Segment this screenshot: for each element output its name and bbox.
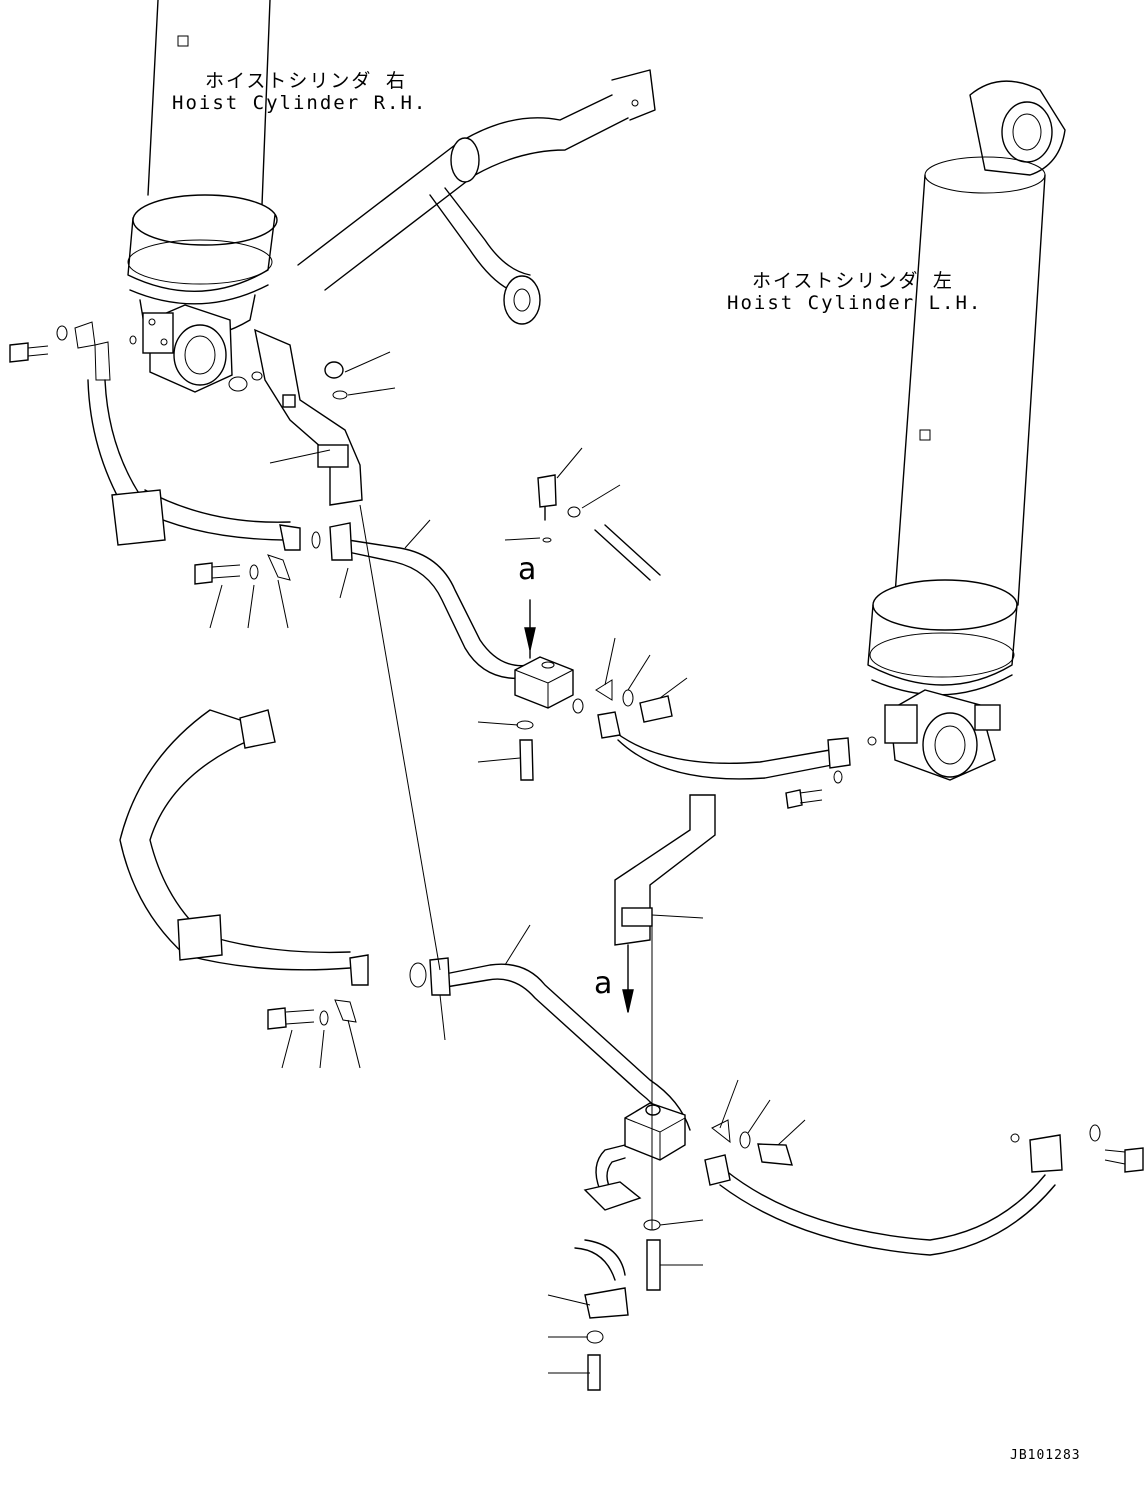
bottom-hardware-stack xyxy=(574,1219,661,1391)
drawing-code: JB101283 xyxy=(1010,1448,1081,1463)
view-arrow-a-top xyxy=(524,599,536,659)
view-arrow-a-bottom xyxy=(622,944,634,1013)
lower-junction-block xyxy=(624,1102,686,1161)
upper-tube-assembly xyxy=(329,474,661,709)
rh-cylinder-label-en: Hoist Cylinder R.H. xyxy=(172,92,428,114)
leader-lines xyxy=(209,351,806,1374)
lh-cylinder-label-jp: ホイストシリンダ 左 xyxy=(752,270,954,292)
lower-left-hose xyxy=(119,709,369,986)
lower-right-hose xyxy=(704,1119,1144,1256)
upper-right-hose xyxy=(597,711,877,809)
reference-center-line xyxy=(359,504,441,971)
view-a-label-top: a xyxy=(518,552,537,587)
hoist-cylinder-rh xyxy=(127,0,278,393)
upper-background-pipe xyxy=(297,69,656,325)
upper-junction-hardware xyxy=(516,537,673,781)
lower-left-hardware xyxy=(267,962,427,1030)
upper-left-hose xyxy=(87,341,301,551)
lower-bracket xyxy=(614,794,716,946)
hoist-cylinder-lh xyxy=(867,80,1066,781)
upper-junction-block xyxy=(514,656,574,709)
view-a-label-bottom: a xyxy=(594,966,613,1001)
lh-cylinder-label-en: Hoist Cylinder L.H. xyxy=(727,292,983,314)
rh-cylinder-label-jp: ホイストシリンダ 右 xyxy=(205,70,407,92)
clevis-rh xyxy=(142,304,233,393)
upper-left-hardware xyxy=(9,321,348,585)
clevis-lh xyxy=(884,689,1001,781)
upper-bracket xyxy=(254,328,363,506)
lower-tube-assembly xyxy=(429,957,691,1211)
